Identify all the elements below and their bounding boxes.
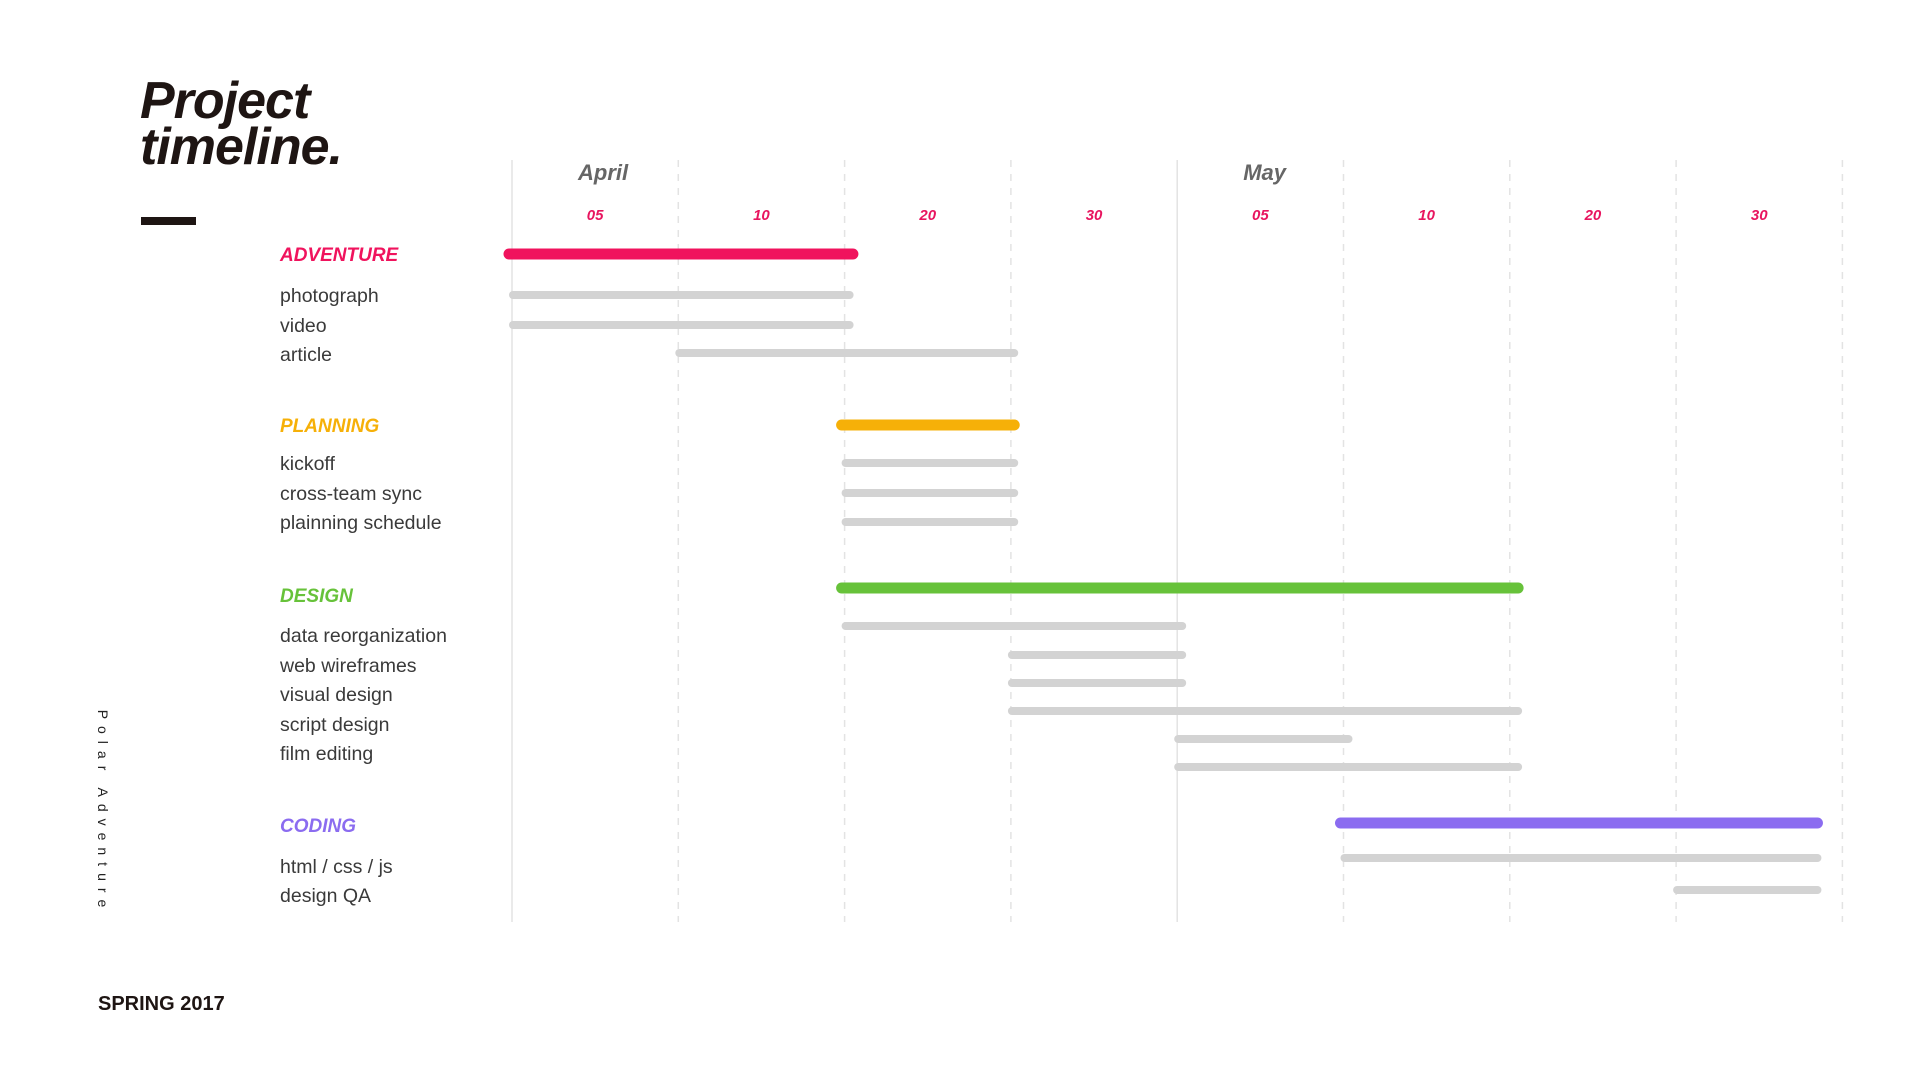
footer-season: SPRING 2017 <box>98 993 225 1015</box>
group-label: PLANNING <box>280 416 379 437</box>
task-label: visual design <box>280 684 393 706</box>
task-label: data reorganization <box>280 625 447 647</box>
month-label: May <box>1243 160 1288 185</box>
group-label: ADVENTURE <box>279 245 400 266</box>
task-label: article <box>280 344 332 366</box>
group-label: DESIGN <box>280 586 354 607</box>
tick-label: 05 <box>1252 207 1269 224</box>
group-label: CODING <box>280 816 356 837</box>
tick-label: 10 <box>753 207 770 224</box>
page-title: Project timeline. <box>140 72 343 176</box>
task-label: html / css / js <box>280 856 393 878</box>
task-label: cross-team sync <box>280 483 422 505</box>
task-label: photograph <box>280 285 379 307</box>
task-label: film editing <box>280 743 373 765</box>
tick-label: 30 <box>1751 207 1768 224</box>
task-label: design QA <box>280 885 371 907</box>
tick-label: 10 <box>1418 207 1435 224</box>
tick-label: 05 <box>587 207 604 224</box>
task-label: plainning schedule <box>280 512 442 534</box>
month-label: April <box>577 160 629 185</box>
tick-label: 30 <box>1086 207 1103 224</box>
task-label: web wireframes <box>279 655 417 677</box>
tick-label: 20 <box>1584 207 1602 224</box>
title-line-2: timeline. <box>140 118 343 176</box>
title-line-1: Project <box>140 72 310 130</box>
tick-label: 20 <box>918 207 936 224</box>
brand-label: Polar Adventure <box>95 709 111 915</box>
task-label: kickoff <box>280 453 335 475</box>
task-label: script design <box>280 714 389 736</box>
title-underline <box>141 217 196 225</box>
task-label: video <box>280 315 327 337</box>
